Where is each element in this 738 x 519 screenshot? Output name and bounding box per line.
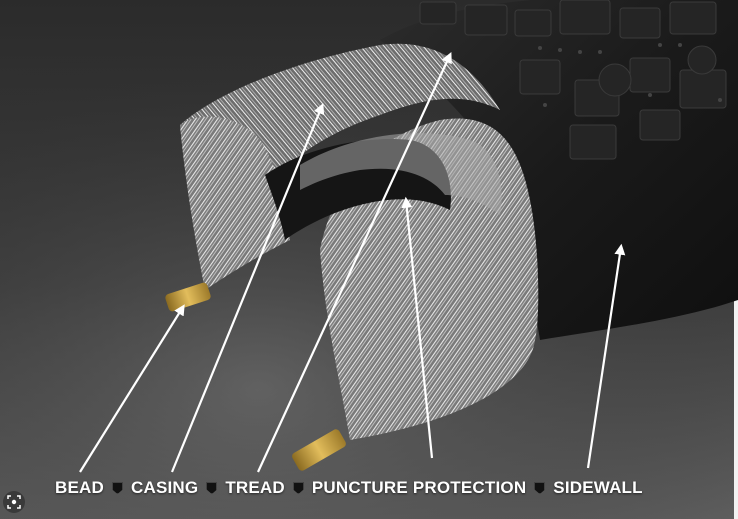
shield-separator-icon: [111, 482, 123, 494]
shield-separator-icon: [206, 482, 218, 494]
callout-arrows: [79, 52, 626, 473]
label-tread: TREAD: [225, 478, 285, 497]
arrow-casing: [170, 102, 325, 473]
tread-studs: [538, 43, 722, 107]
puncture-protection-band: [300, 133, 502, 215]
tread-knobs: [419, 0, 727, 160]
shield-separator-icon: [534, 482, 546, 494]
bead-right: [292, 429, 346, 471]
arrow-sidewall: [586, 243, 626, 469]
casing-back-wall: [180, 43, 500, 281]
label-casing: CASING: [130, 478, 199, 497]
arrow-bead: [79, 304, 185, 473]
label-sidewall: SIDEWALL: [553, 478, 643, 497]
bead-left: [165, 282, 211, 312]
component-labels: BEAD CASING TREAD PUNCTURE PROTECTION SI…: [55, 477, 643, 499]
arrow-puncture-protection: [401, 196, 434, 459]
arrow-tread: [257, 52, 452, 473]
label-bead: BEAD: [55, 478, 104, 497]
casing-left-sidewall: [180, 116, 290, 290]
visual-search-icon[interactable]: [3, 491, 25, 513]
shield-separator-icon: [292, 482, 304, 494]
label-puncture-protection: PUNCTURE PROTECTION: [311, 478, 527, 497]
